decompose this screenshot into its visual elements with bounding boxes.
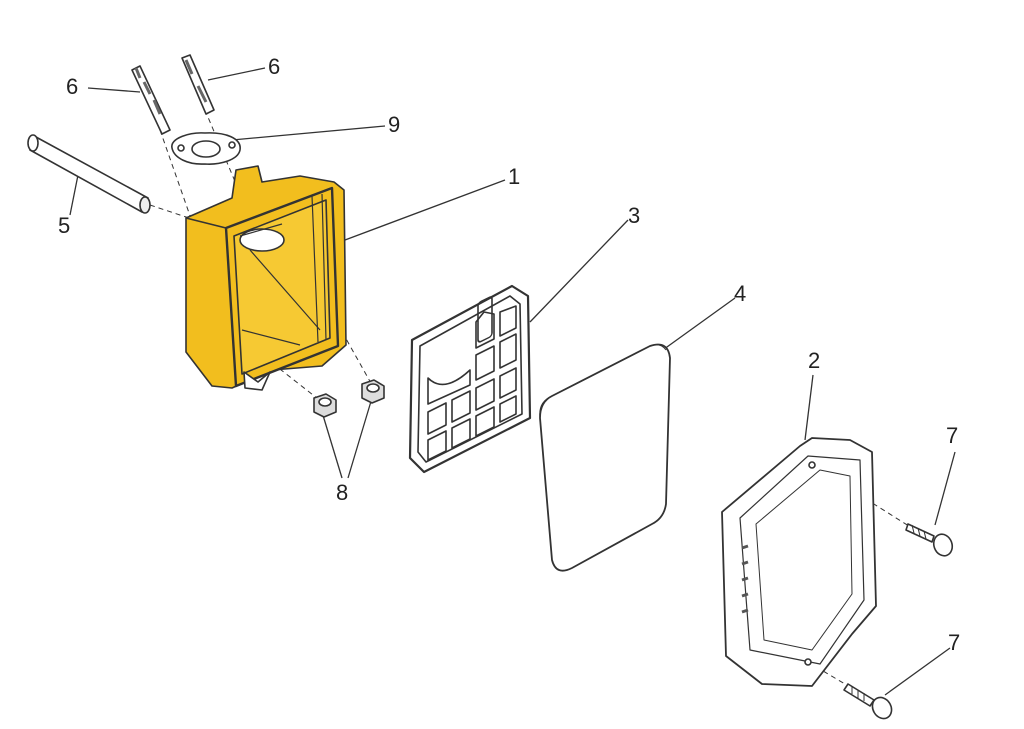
stud-right-part-6 xyxy=(181,54,215,115)
tube-part-5 xyxy=(27,134,151,214)
callout-4: 4 xyxy=(734,281,747,306)
nut-part-8-left xyxy=(313,393,337,418)
base-part-1 xyxy=(185,165,347,391)
screw-bottom-part-7 xyxy=(843,683,893,720)
cover-part-2 xyxy=(721,437,877,687)
callout-7-top: 7 xyxy=(946,423,959,448)
callout-8: 8 xyxy=(336,480,349,505)
callout-1: 1 xyxy=(508,164,521,189)
callout-3: 3 xyxy=(628,203,641,228)
callout-6-right: 6 xyxy=(268,54,281,79)
stud-left-part-6 xyxy=(131,65,171,135)
callout-9: 9 xyxy=(388,112,401,137)
callout-5: 5 xyxy=(58,213,71,238)
gasket-part-9 xyxy=(171,132,241,165)
filter-element-part-4 xyxy=(539,343,671,572)
screw-top-part-7 xyxy=(905,523,954,557)
callout-7-bottom: 7 xyxy=(948,630,961,655)
precleaner-grid-part-3 xyxy=(408,284,532,474)
callout-2: 2 xyxy=(808,348,821,373)
grid-cells xyxy=(427,305,517,461)
nut-part-8-right xyxy=(361,379,385,404)
callout-6-left: 6 xyxy=(66,74,79,99)
